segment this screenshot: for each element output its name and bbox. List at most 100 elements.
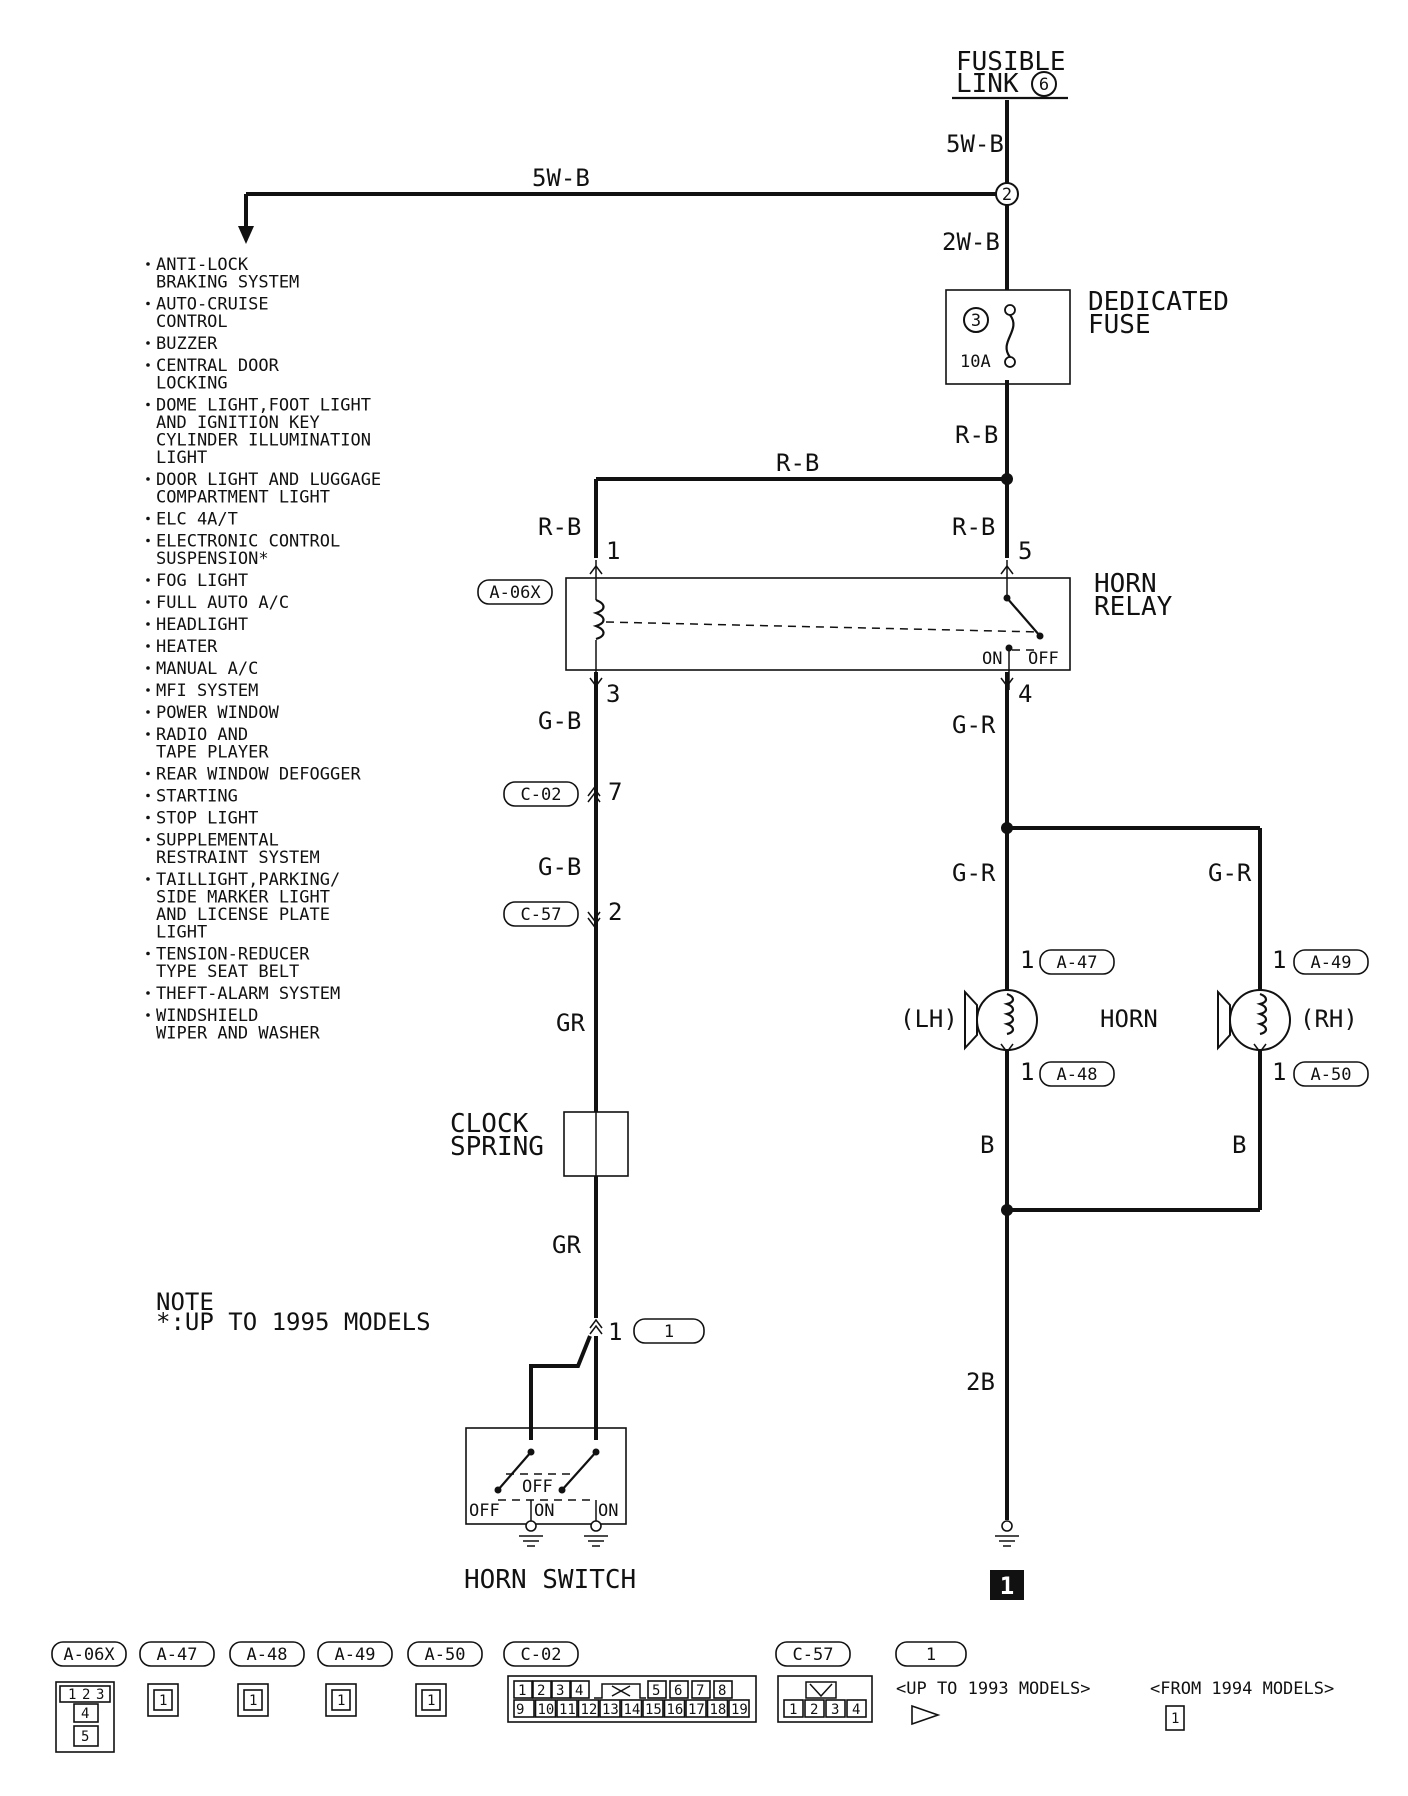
system-list-item: LIGHT [156,923,207,943]
pin-cell [570,1680,590,1699]
fuse-number: 3 [971,311,981,331]
pin-cell [556,1699,578,1718]
system-list-item: RESTRAINT SYSTEM [156,848,320,868]
junction-2: 2 [995,182,1019,206]
bullet-icon [146,477,150,481]
clock-spring: CLOCK SPRING [450,1109,629,1177]
bullet-icon [146,688,150,692]
pin-number: 9 [516,1702,524,1718]
bullet-icon [146,644,150,648]
wire-label-gr-lh: G-R [952,859,996,887]
system-list-item: BRAKING SYSTEM [156,273,299,293]
pin-number: 7 [696,1683,704,1699]
horn-lh-connector-top: A-47 [1057,953,1098,973]
system-list-item: BUZZER [156,334,218,354]
legend-a06x-pin: 5 [81,1729,89,1745]
bullet-icon [146,578,150,582]
ground-icon [584,1535,608,1547]
splice-node-b [1001,1204,1013,1216]
relay-pin-5: 5 [1018,537,1032,565]
system-list-item: SUSPENSION* [156,549,269,569]
horn-rh-label: (RH) [1300,1005,1358,1033]
pin-cell [577,1699,600,1718]
bullet-icon [146,600,150,604]
pin-number: 10 [538,1702,555,1718]
pin-number: 4 [575,1683,583,1699]
pin-number: 1 [518,1683,526,1699]
pin-number: 12 [581,1702,598,1718]
key-notch-icon [805,1681,837,1699]
relay-label-line1: HORN [1094,569,1157,599]
system-list-item: POWER WINDOW [156,703,280,723]
pin-number: 13 [602,1702,619,1718]
ground-icon [995,1535,1019,1547]
horn-lh: 1 A-47 1 A-48 (LH) [900,946,1115,1087]
pin-cell [685,1699,707,1718]
system-list-item: ELECTRONIC CONTROL [156,532,340,552]
wire-label-rb-right: R-B [952,513,995,541]
legend-a47-label: A-47 [157,1645,198,1665]
fuse-label-line1: DEDICATED [1088,287,1229,317]
connector-legend: A-06X 1 2 3 4 5 A-47 1 A-48 1 A-49 1 A-5… [51,1641,1334,1753]
system-list-item: AND IGNITION KEY [156,413,320,433]
pin-cell [513,1699,535,1718]
horn-switch-on-2: ON [598,1501,618,1521]
system-list-item: MANUAL A/C [156,659,258,679]
legend-a49-pin: 1 [337,1693,345,1709]
pin-cell [551,1680,571,1699]
pin-cell [663,1699,686,1718]
connector-c02-label: C-02 [521,785,562,805]
connector-c02: C-02 7 [503,778,622,807]
pin-number: 3 [556,1683,564,1699]
pin-number: 14 [624,1702,641,1718]
relay-pin-3: 3 [606,680,620,708]
pin-cell [620,1699,643,1718]
connector-1-pin: 1 [608,1318,622,1346]
note-text: *:UP TO 1995 MODELS [156,1308,431,1336]
legend-a47-pin: 1 [159,1693,167,1709]
clock-spring-line2: SPRING [450,1132,544,1162]
horn-switch-off-top: OFF [522,1477,553,1497]
horn-lh-connector-bottom: A-48 [1057,1065,1098,1085]
wire-label-gb-1: G-B [538,707,581,735]
connector-c57-pin: 2 [608,898,622,926]
system-list-item: TENSION-REDUCER [156,945,310,965]
pin-cell [783,1699,804,1718]
system-list-item: STARTING [156,787,238,807]
wires [244,100,1262,1520]
pin-cell [534,1699,557,1718]
system-list-item: REAR WINDOW DEFOGGER [156,765,361,785]
pin-cell [513,1680,533,1699]
wire-labels: 5W-B 5W-B 2W-B R-B R-B R-B R-B G-B G-R G… [532,130,1252,1396]
pin-number: 6 [674,1683,682,1699]
pin-number: 2 [810,1702,818,1718]
system-list-item: TAPE PLAYER [156,743,269,763]
horn-rh: 1 A-49 1 A-50 (RH) [1217,946,1369,1087]
bullet-icon [146,1013,150,1017]
note: NOTE *:UP TO 1995 MODELS [156,1288,431,1336]
pin-number: 19 [731,1702,748,1718]
horn-switch-off-left: OFF [469,1501,500,1521]
bullet-icon [146,262,150,266]
system-list-item: FULL AUTO A/C [156,593,289,613]
fuse-label-line2: FUSE [1088,310,1151,340]
pin-cell [804,1699,825,1718]
bullet-icon [146,538,150,543]
wire-label-2b: 2B [966,1368,995,1396]
system-list-item: CYLINDER ILLUMINATION [156,431,371,451]
wire-label-rb-top: R-B [776,449,819,477]
wire-label-gr-rh: G-R [1208,859,1252,887]
legend-a06x-label: A-06X [63,1645,115,1665]
relay-label-line2: RELAY [1094,592,1173,622]
key-notch-icon [594,1683,646,1699]
horn-label: HORN [1100,1005,1158,1033]
system-list-item: TAILLIGHT,PARKING/ [156,870,340,890]
legend-up-to-1993: <UP TO 1993 MODELS> [896,1679,1090,1699]
legend-a06x-pin: 3 [96,1687,104,1703]
bullet-icon [146,516,150,521]
horn-switch-label: HORN SWITCH [464,1565,636,1595]
legend-c02-label: C-02 [521,1645,562,1665]
system-list-item: MFI SYSTEM [156,681,258,701]
